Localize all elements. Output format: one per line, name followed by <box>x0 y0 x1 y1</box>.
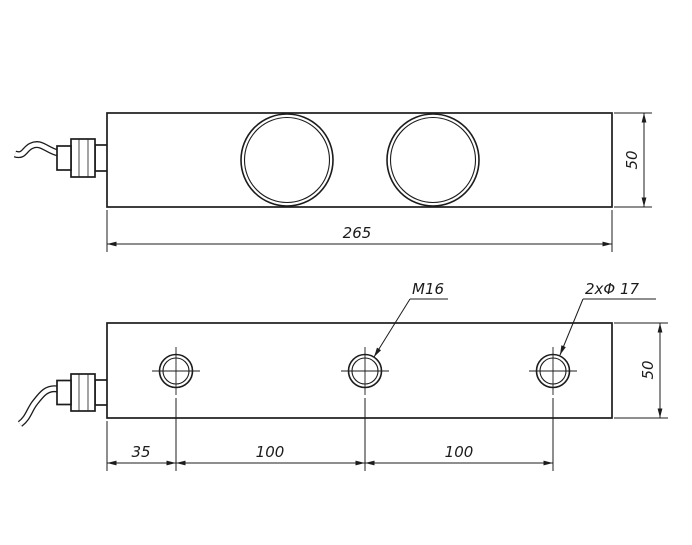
recess-right-inner-circle <box>389 116 477 204</box>
dimension-height-top: 50 <box>614 112 652 208</box>
hole-left-inner-circle <box>162 357 190 385</box>
dim-height-front-label: 50 <box>639 360 657 379</box>
cable-top-view <box>13 141 60 159</box>
hole-left-outer-circle <box>158 353 194 389</box>
body-top-view <box>106 112 613 208</box>
leader-line <box>559 298 584 356</box>
dim-length-label: 265 <box>343 224 372 242</box>
gland-cap <box>56 379 72 406</box>
thread-label: M16 <box>412 280 444 298</box>
cable-front-view <box>17 385 59 427</box>
body-front-view <box>106 322 613 419</box>
recess-right <box>386 113 480 207</box>
callout-holes: 2xΦ 17 <box>559 280 656 356</box>
recess-left <box>240 113 334 207</box>
hole-right-outer-circle <box>535 353 571 389</box>
dimension-length: 265 <box>106 210 613 252</box>
hole-left <box>152 347 200 395</box>
dimension-height-front: 50 <box>614 322 668 419</box>
gland-cap <box>56 145 72 171</box>
dim-spacing-2-label: 100 <box>445 443 474 461</box>
hole-middle <box>341 347 389 395</box>
cable-gland-top-view <box>56 138 109 178</box>
cable-core <box>14 142 59 157</box>
dimension-chain-bottom: 35 100 100 <box>106 398 554 471</box>
recess-left-outer-circle <box>240 113 334 207</box>
gland-nut <box>70 373 96 412</box>
recess-right-outer-circle <box>386 113 480 207</box>
dim-height-top-label: 50 <box>623 150 641 169</box>
callout-thread: M16 <box>373 280 448 358</box>
hole-right-inner-circle <box>539 357 567 385</box>
cable-core <box>18 386 59 426</box>
dim-offset-label: 35 <box>131 443 150 461</box>
gland-nut <box>70 138 96 178</box>
dim-spacing-1-label: 100 <box>256 443 285 461</box>
recess-left-inner-circle <box>243 116 331 204</box>
gland-neck <box>94 144 109 172</box>
leader-line <box>373 298 411 358</box>
hole-middle-inner-circle <box>351 357 379 385</box>
holes-label: 2xΦ 17 <box>585 280 640 298</box>
front-view: M16 2xΦ 17 50 35 100 100 <box>17 280 668 471</box>
hole-right <box>529 347 577 395</box>
hole-middle-outer-circle <box>347 353 383 389</box>
cable-gland-front-view <box>56 373 109 412</box>
gland-neck <box>94 379 109 406</box>
top-view: 265 50 <box>13 112 652 252</box>
